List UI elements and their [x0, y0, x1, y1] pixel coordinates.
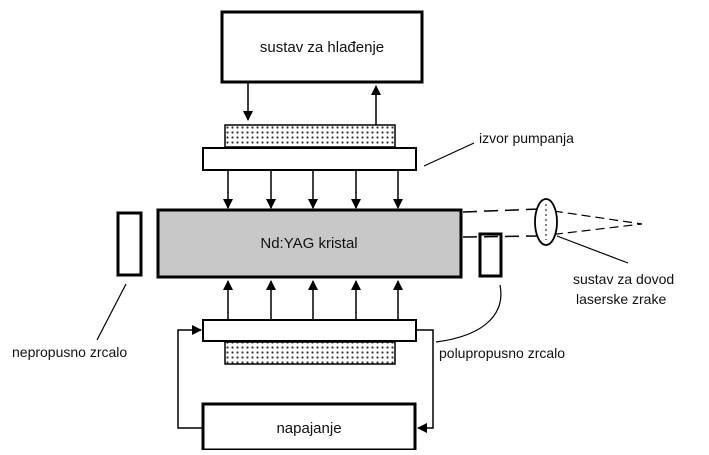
cooling-system-box: sustav za hlađenje: [220, 10, 424, 84]
laser-beam: [462, 208, 643, 238]
beam-delivery-leader: [556, 235, 629, 264]
output-coupler-label: polupropusno zrcalo: [439, 345, 565, 361]
bottom-pump-source: [202, 319, 417, 342]
output-coupler-leader: [435, 284, 502, 343]
bottom-pump-arrows: [223, 280, 403, 319]
total-reflector-mirror: [116, 211, 143, 277]
power-supply-label: napajanje: [276, 420, 341, 437]
total-reflector-label: nepropusno zrcalo: [12, 344, 127, 360]
pump-source-label: izvor pumpanja: [479, 130, 574, 146]
power-supply-right-wire: [416, 329, 434, 433]
output-coupler-mirror: [478, 232, 503, 278]
top-pump-source: [202, 147, 417, 171]
cooling-system-label: sustav za hlađenje: [260, 39, 384, 56]
focusing-lens: [534, 198, 558, 246]
crystal-label: Nd:YAG kristal: [260, 235, 357, 252]
power-supply-left-wire: [177, 325, 203, 429]
top-coolant-jacket: [224, 124, 396, 148]
beam-delivery-label-line1: sustav za dovod: [573, 271, 674, 287]
total-reflector-leader: [96, 283, 127, 341]
nd-yag-crystal: Nd:YAG kristal: [156, 208, 463, 279]
bottom-coolant-jacket: [224, 341, 396, 365]
pump-source-leader: [423, 142, 475, 167]
beam-delivery-label-line2: laserske zrake: [576, 291, 666, 307]
power-supply-box: napajanje: [201, 402, 417, 452]
top-pump-arrows: [223, 171, 403, 209]
